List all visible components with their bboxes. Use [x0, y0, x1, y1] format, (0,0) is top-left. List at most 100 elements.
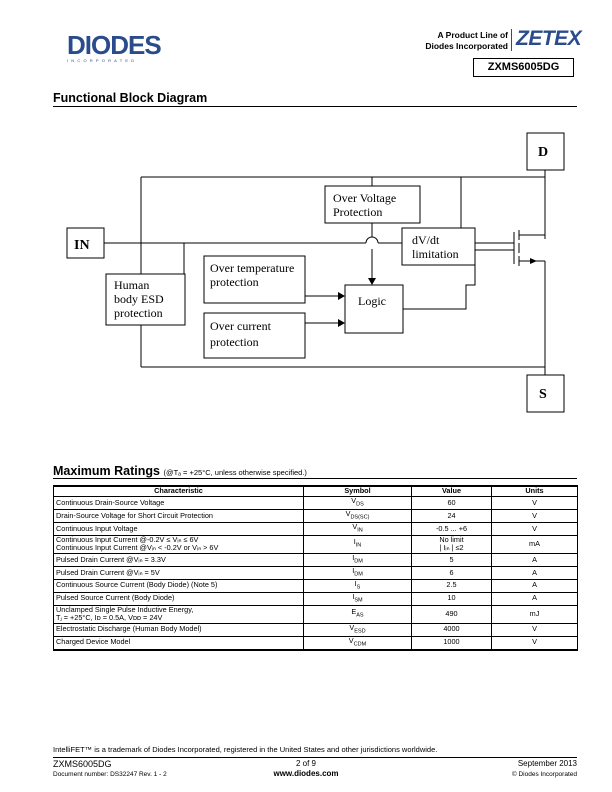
header-units: Units [491, 485, 578, 497]
value-text: 10 [447, 593, 456, 603]
max-ratings-title-text: Maximum Ratings [53, 464, 160, 478]
footer-rule [53, 757, 577, 758]
cell-value: 2.5 [411, 578, 492, 593]
symbol-text: I [352, 552, 355, 562]
characteristic-text: Continuous Input Current @-0.2V ≤ Vᵢₙ ≤ … [56, 534, 199, 544]
characteristic-text: Pulsed Source Current (Body Diode) [56, 593, 175, 603]
dvdt-text-1: dV/dt [412, 233, 440, 247]
max-ratings-rule [53, 478, 577, 479]
cell-characteristic: Drain-Source Voltage for Short Circuit P… [53, 508, 304, 523]
cell-units: A [491, 578, 578, 593]
over-current-block [203, 312, 306, 359]
logo-divider [511, 29, 512, 51]
logic-block [344, 284, 404, 334]
over-current-text-1: Over current [210, 319, 272, 333]
over-temp-block [203, 255, 306, 304]
footer-part: ZXMS6005DG [53, 759, 112, 769]
over-temp-text-1: Over temperature [210, 261, 294, 275]
cell-symbol: VESD [303, 622, 412, 637]
cell-units: V [491, 521, 578, 536]
cell-value: No limit| Iᵢₙ | ≤2 [411, 534, 492, 554]
value-text: 5 [449, 554, 454, 564]
cell-value: 4000 [411, 622, 492, 637]
cell-value: 490 [411, 604, 492, 624]
value-text: 60 [447, 497, 456, 507]
cell-value: 6 [411, 565, 492, 580]
human-text-2: body ESD [114, 292, 164, 306]
table-row: Electrostatic Discharge (Human Body Mode… [53, 622, 578, 637]
trademark-note: IntelliFET™ is a trademark of Diodes Inc… [53, 745, 438, 754]
footer-page: 2 of 9 [295, 759, 316, 768]
value-text: 2.5 [446, 580, 457, 590]
symbol-subscript: DS [356, 501, 364, 508]
value-text: -0.5 ... +6 [435, 523, 468, 533]
table-header-row: Characteristic Symbol Value Units [53, 485, 578, 497]
value-text: 4000 [443, 624, 460, 634]
symbol-text: I [354, 578, 357, 588]
fbd-title: Functional Block Diagram [53, 91, 208, 105]
over-current-text-2: protection [210, 335, 259, 349]
product-line: A Product Line of Diodes Incorporated [425, 30, 508, 52]
characteristic-text: Pulsed Drain Current @Vᵢₙ = 3.3V [56, 554, 166, 564]
value-text-2: | Iᵢₙ | ≤2 [439, 543, 464, 553]
cell-units: A [491, 565, 578, 580]
diodes-logo-sub: INCORPORATED [67, 58, 138, 63]
symbol-text: E [351, 607, 357, 617]
footer-url[interactable]: www.diodes.com [273, 769, 339, 778]
cell-value: 24 [411, 508, 492, 523]
value-text: 24 [447, 510, 456, 520]
value-text: 1000 [443, 637, 460, 647]
symbol-subscript: DM [354, 558, 363, 565]
symbol-text: V [351, 496, 357, 505]
symbol-text: V [345, 508, 351, 518]
symbol-subscript: SM [354, 597, 363, 604]
symbol-text: I [352, 565, 355, 575]
cell-units: V [491, 508, 578, 523]
symbol-subscript: IN [355, 542, 362, 549]
characteristic-text-2: Tⱼ = +25°C, Iᴅ = 0.5A, Vᴅᴅ = 24V [56, 613, 163, 623]
fbd-rule [53, 106, 577, 107]
table-row: Continuous Source Current (Body Diode) (… [53, 578, 578, 593]
over-voltage-text-2: Protection [333, 205, 382, 219]
pin-in-label: IN [74, 238, 90, 253]
cell-units: A [491, 552, 578, 567]
human-text-3: protection [114, 306, 163, 320]
max-ratings-condition: (@Tₐ = +25°C, unless otherwise specified… [163, 468, 307, 477]
cell-units: mJ [491, 604, 578, 624]
symbol-subscript: AS [356, 612, 364, 619]
product-line-2: Diodes Incorporated [425, 41, 508, 51]
diodes-logo-word: DIODES [67, 30, 162, 60]
symbol-subscript: IN [357, 527, 363, 534]
over-voltage-text-1: Over Voltage [333, 191, 396, 205]
cell-characteristic: Pulsed Drain Current @Vᵢₙ = 3.3V [53, 552, 304, 567]
over-temp-text-2: protection [210, 275, 259, 289]
cell-symbol: VDS [303, 496, 412, 510]
cell-characteristic: Continuous Input Voltage [53, 521, 304, 536]
characteristic-text: Continuous Input Voltage [56, 523, 138, 533]
cell-symbol: ISM [303, 591, 412, 606]
diodes-logo: DIODES INCORPORATED [67, 32, 172, 66]
symbol-text: V [348, 635, 354, 645]
header-symbol: Symbol [303, 485, 412, 497]
cell-value: 60 [411, 496, 492, 510]
characteristic-text: Electrostatic Discharge (Human Body Mode… [56, 624, 202, 634]
symbol-subscript: ESD [354, 628, 366, 635]
pin-d-label: D [538, 145, 548, 160]
characteristic-text: Drain-Source Voltage for Short Circuit P… [56, 510, 213, 520]
cell-characteristic: Pulsed Source Current (Body Diode) [53, 591, 304, 606]
symbol-text: V [349, 622, 355, 632]
symbol-text: I [352, 591, 355, 601]
cell-value: -0.5 ... +6 [411, 521, 492, 536]
human-esd-block [105, 273, 186, 326]
cell-characteristic: Pulsed Drain Current @Vᵢₙ = 5V [53, 565, 304, 580]
header-value: Value [411, 485, 492, 497]
dvdt-block [401, 227, 476, 266]
cell-symbol: VDS(SC) [303, 508, 412, 523]
value-text: 490 [445, 608, 458, 618]
cell-units: mA [491, 534, 578, 554]
characteristic-text-2: Continuous Input Current @Vᵢₙ < -0.2V or… [56, 543, 219, 553]
part-number-box: ZXMS6005DG [473, 58, 574, 77]
